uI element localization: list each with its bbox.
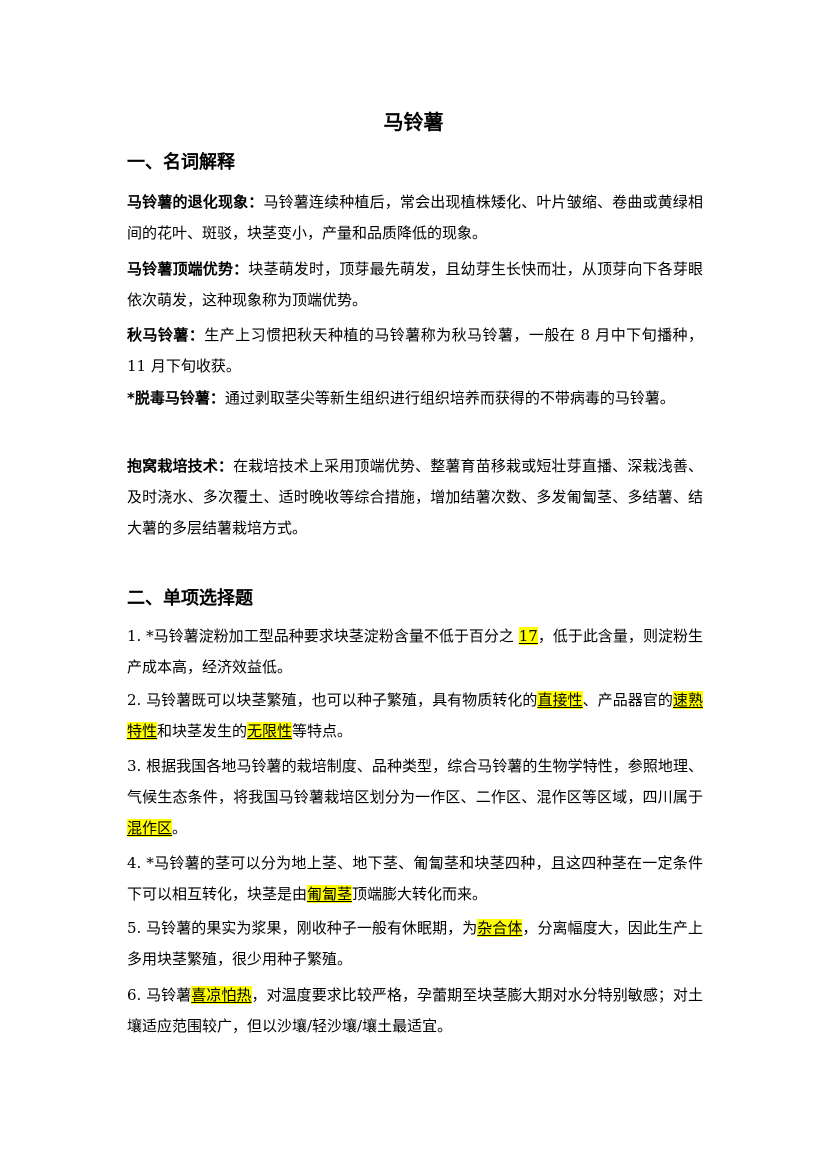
question-text: 4. *马铃薯的茎可以分为地上茎、地下茎、匍匐茎和块茎四种，且这四种茎在一定条件… [127,854,703,903]
definition-term: 马铃薯的退化现象： [127,193,264,211]
section-heading-single-choice: 二、单项选择题 [127,588,253,609]
question-text: ，低于此含量，则淀粉生产成本高，经济效益低。 [127,627,703,676]
question-text: 6. 马铃薯 [127,986,192,1004]
answer-highlight: 匍匐茎 [307,885,353,903]
question-item: 3. 根据我国各地马铃薯的栽培制度、品种类型，综合马铃薯的生物学特性，参照地理、… [127,751,703,844]
question-item: 4. *马铃薯的茎可以分为地上茎、地下茎、匍匐茎和块茎四种，且这四种茎在一定条件… [127,848,703,910]
question-item: 5. 马铃薯的果实为浆果，刚收种子一般有休眠期，为杂合体，分离幅度大，因此生产上… [127,913,703,975]
question-text: 和块茎发生的 [157,722,248,740]
definition-item: 抱窝栽培技术：在栽培技术上采用顶端优势、整薯育苗移栽或短壮芽直播、深栽浅善、及时… [127,451,703,544]
question-text: 3. 根据我国各地马铃薯的栽培制度、品种类型，综合马铃薯的生物学特性，参照地理、… [127,757,703,806]
question-text: 等特点。 [292,722,353,740]
question-item: 2. 马铃薯既可以块茎繁殖，也可以种子繁殖，具有物质转化的直接性、产品器官的速熟… [127,685,703,747]
definition-text: 通过剥取茎尖等新生组织进行组织培养而获得的不带病毒的马铃薯。 [224,389,675,407]
question-item: 1. *马铃薯淀粉加工型品种要求块茎淀粉含量不低于百分之 17，低于此含量，则淀… [127,621,703,683]
definition-term: 抱窝栽培技术： [127,457,234,475]
answer-highlight: 杂合体 [477,919,523,937]
question-text: 5. 马铃薯的果实为浆果，刚收种子一般有休眠期，为 [127,919,478,937]
question-text: ，对温度要求比较严格，孕蕾期至块茎膨大期对水分特别敏感；对土壤适应范围较广，但以… [127,986,703,1035]
question-text: 2. 马铃薯既可以块茎繁殖，也可以种子繁殖，具有物质转化的 [127,691,538,709]
question-text: ，分离幅度大，因此生产上多用块茎繁殖，很少用种子繁殖。 [127,919,703,968]
definition-item: *脱毒马铃薯：通过剥取茎尖等新生组织进行组织培养而获得的不带病毒的马铃薯。 [127,383,703,414]
answer-highlight: 直接性 [537,691,583,709]
question-text: 、产品器官的 [582,691,673,709]
definition-text: 生产上习惯把秋天种植的马铃薯称为秋马铃薯，一般在 8 月中下旬播种，11 月下旬… [127,326,703,375]
definition-item: 马铃薯的退化现象：马铃薯连续种植后，常会出现植株矮化、叶片皱缩、卷曲或黄绿相间的… [127,187,703,249]
definition-term: 马铃薯顶端优势： [127,260,249,278]
question-text: 顶端膨大转化而来。 [352,885,488,903]
definition-item: 马铃薯顶端优势：块茎萌发时，顶芽最先萌发，且幼芽生长快而壮，从顶芽向下各芽眼依次… [127,254,703,316]
answer-highlight: 混作区 [127,819,173,837]
definition-text: 马铃薯连续种植后，常会出现植株矮化、叶片皱缩、卷曲或黄绿相间的花叶、斑驳，块茎变… [127,193,703,242]
definition-text: 块茎萌发时，顶芽最先萌发，且幼芽生长快而壮，从顶芽向下各芽眼依次萌发，这种现象称… [127,260,703,309]
question-text: 。 [172,819,188,837]
answer-highlight: 喜凉怕热 [191,986,252,1004]
section-heading-definitions: 一、名词解释 [127,152,235,173]
definition-term: *脱毒马铃薯： [127,389,225,407]
definition-text: 在栽培技术上采用顶端优势、整薯育苗移栽或短壮芽直播、深栽浅善、及时浇水、多次覆土… [127,457,703,537]
question-text: 1. *马铃薯淀粉加工型品种要求块茎淀粉含量不低于百分之 [127,627,519,645]
document-title: 马铃薯 [383,110,444,134]
answer-highlight: 无限性 [247,722,293,740]
definition-term: 秋马铃薯： [127,326,205,344]
answer-highlight: 17 [518,627,538,645]
definition-item: 秋马铃薯：生产上习惯把秋天种植的马铃薯称为秋马铃薯，一般在 8 月中下旬播种，1… [127,320,703,382]
question-item: 6. 马铃薯喜凉怕热，对温度要求比较严格，孕蕾期至块茎膨大期对水分特别敏感；对土… [127,980,703,1042]
